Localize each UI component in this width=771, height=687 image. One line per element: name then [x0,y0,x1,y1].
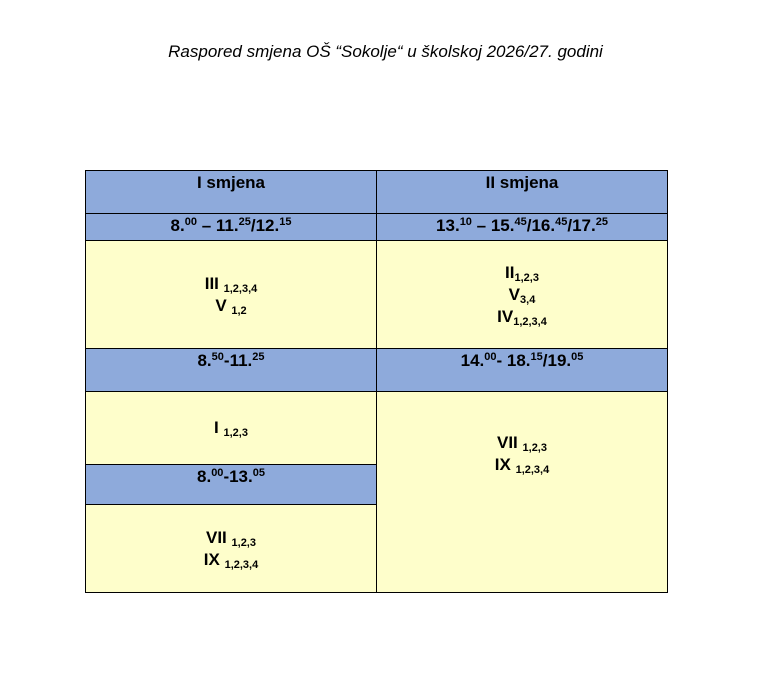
time-part: /17. [567,216,596,235]
grade-label: VII [497,433,523,452]
section-numbers: 1,2 [231,304,247,317]
class-group: IV1,2,3,4 [377,306,667,328]
class-group: V 1,2 [86,295,376,317]
time-minutes: 45 [514,216,527,228]
class-group: VII 1,2,3 [86,527,376,549]
section-numbers: 1,2,3 [231,536,256,549]
time-minutes: 50 [211,351,224,363]
time-minutes: 25 [595,216,608,228]
shift1-time-b: 8.50-11.25 [85,348,377,392]
time-part: /19. [542,351,572,370]
grade-label: I [214,418,224,437]
shift1-time-a: 8.00 – 11.25/12.15 [85,213,377,241]
shift2-time-b: 14.00- 18.15/19.05 [376,348,668,392]
class-group: IX 1,2,3,4 [377,454,667,476]
time-part: 14. [460,351,485,370]
section-numbers: 1,2,3,4 [223,282,258,295]
grade-label: IX [203,549,225,569]
shift1-time-c: 8.00-13.05 [85,464,377,505]
class-group: VII 1,2,3 [377,432,667,454]
class-group: II1,2,3 [377,262,667,284]
time-minutes: 45 [555,216,568,228]
grade-label: II [505,262,515,282]
time-minutes: 25 [252,351,265,363]
section-numbers: 1,2,3,4 [515,464,550,476]
time-minutes: 05 [571,351,584,363]
section-numbers: 1,2,3,4 [224,558,259,571]
time-part: – 15. [471,216,515,235]
time-minutes: 25 [238,216,251,228]
grade-label: VII [206,527,232,547]
time-minutes: 15 [530,351,543,363]
class-group: IX 1,2,3,4 [86,549,376,571]
time-part: 8. [170,216,185,235]
shift1-header: I smjena [85,170,377,214]
time-part: - 18. [496,351,531,370]
time-minutes: 00 [211,467,224,479]
time-minutes: 00 [484,351,497,363]
class-group: III 1,2,3,4 [86,273,376,295]
time-minutes: 05 [252,467,265,479]
class-group: I 1,2,3 [86,417,376,439]
time-part: -11. [223,351,253,370]
time-part: 8. [197,467,212,486]
page-title: Raspored smjena OŠ “Sokolje“ u školskoj … [168,42,603,61]
time-minutes: 15 [279,216,292,228]
grade-label: IX [494,455,516,474]
shift2-time-a: 13.10 – 15.45/16.45/17.25 [376,213,668,241]
time-minutes: 10 [459,216,472,228]
shift-schedule-table: I smjena II smjena 8.00 – 11.25/12.15 13… [85,170,668,593]
class-group: V3,4 [377,284,667,306]
grade-label: V [508,284,521,304]
section-numbers: 1,2,3 [514,271,539,284]
section-numbers: 1,2,3 [522,442,547,454]
time-part: /16. [526,216,556,235]
time-part: 13. [436,216,460,235]
grade-label: IV [497,306,514,326]
section-numbers: 1,2,3 [223,427,248,439]
section-numbers: 3,4 [520,293,536,306]
time-part: -13. [223,467,253,486]
time-part: – 11. [196,216,239,235]
time-minutes: 00 [184,216,197,228]
grade-label: III [204,273,224,293]
section-numbers: 1,2,3,4 [513,315,547,328]
time-part: 8. [197,351,212,370]
grade-label: V [215,295,232,315]
time-part: /12. [250,216,280,235]
shift2-header: II smjena [376,170,668,214]
shift1-groups-b: I 1,2,3 [85,391,377,465]
